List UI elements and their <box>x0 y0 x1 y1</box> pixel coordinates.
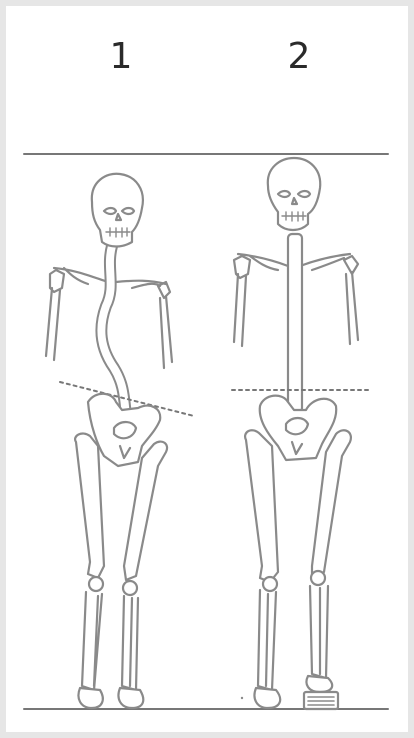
skeleton-1 <box>46 174 194 708</box>
right-foot-1 <box>119 688 144 708</box>
right-shoulder-1 <box>116 281 166 284</box>
right-scapula-1 <box>132 284 160 288</box>
left-arm-2 <box>234 256 250 346</box>
skeleton-2 <box>232 158 370 709</box>
left-lower-leg-2 <box>258 590 276 690</box>
right-knee-1 <box>123 581 137 595</box>
skull-2 <box>268 158 320 230</box>
left-foot-1 <box>79 688 103 708</box>
skull-1 <box>92 174 143 247</box>
right-lower-leg-2 <box>310 586 328 678</box>
right-arm-1 <box>158 282 172 368</box>
left-femur-2 <box>245 430 278 582</box>
left-scapula-1 <box>64 268 88 284</box>
left-knee-1 <box>89 577 103 591</box>
spine-2 <box>288 234 302 412</box>
right-lower-leg-1 <box>122 596 138 690</box>
skeleton-diagram <box>6 6 408 732</box>
right-knee-2 <box>311 571 325 585</box>
illustration-card: 1 2 <box>6 6 408 732</box>
heel-lift-block <box>304 692 338 709</box>
left-foot-2 <box>255 688 281 708</box>
left-arm-1 <box>46 270 64 360</box>
right-foot-2 <box>307 676 333 692</box>
left-femur-1 <box>75 434 104 578</box>
left-knee-2 <box>263 577 277 591</box>
right-arm-2 <box>344 256 358 344</box>
left-lower-leg-1 <box>82 592 102 690</box>
